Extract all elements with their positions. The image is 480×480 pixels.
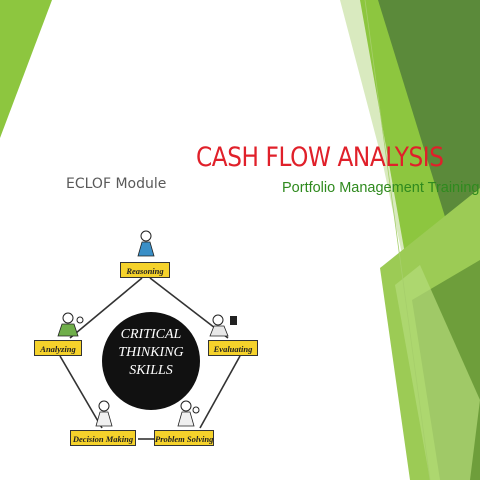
- center-line: THINKING: [118, 345, 184, 360]
- center-line: SKILLS: [129, 363, 173, 378]
- diagram-connectors: [57, 230, 241, 440]
- decision-making-figure-icon: [95, 400, 113, 427]
- reasoning-figure-icon: [137, 230, 155, 257]
- evaluating-figure-icon: [209, 314, 237, 337]
- center-line: CRITICAL: [120, 327, 182, 342]
- analyzing-figure-icon: [57, 312, 84, 337]
- node-analyzing: Analyzing: [34, 340, 82, 356]
- critical-thinking-diagram: CRITICAL THINKING SKILLS Reasoning Analy…: [30, 226, 262, 458]
- slide-subtitle: Portfolio Management Training: [282, 180, 480, 196]
- node-reasoning: Reasoning: [120, 262, 170, 278]
- node-problem-solving: Problem Solving: [154, 430, 214, 446]
- problem-solving-figure-icon: [177, 400, 200, 427]
- green-corner-shape: [0, 0, 52, 138]
- module-label: ECLOF Module: [66, 176, 167, 192]
- green-light-facet: [395, 265, 480, 480]
- thin-diagonal-line: [364, 0, 431, 480]
- critical-thinking-center: CRITICAL THINKING SKILLS: [102, 312, 200, 410]
- slide-title: CASH FLOW ANALYSIS: [196, 142, 444, 173]
- node-evaluating: Evaluating: [208, 340, 258, 356]
- node-decision-making: Decision Making: [70, 430, 136, 446]
